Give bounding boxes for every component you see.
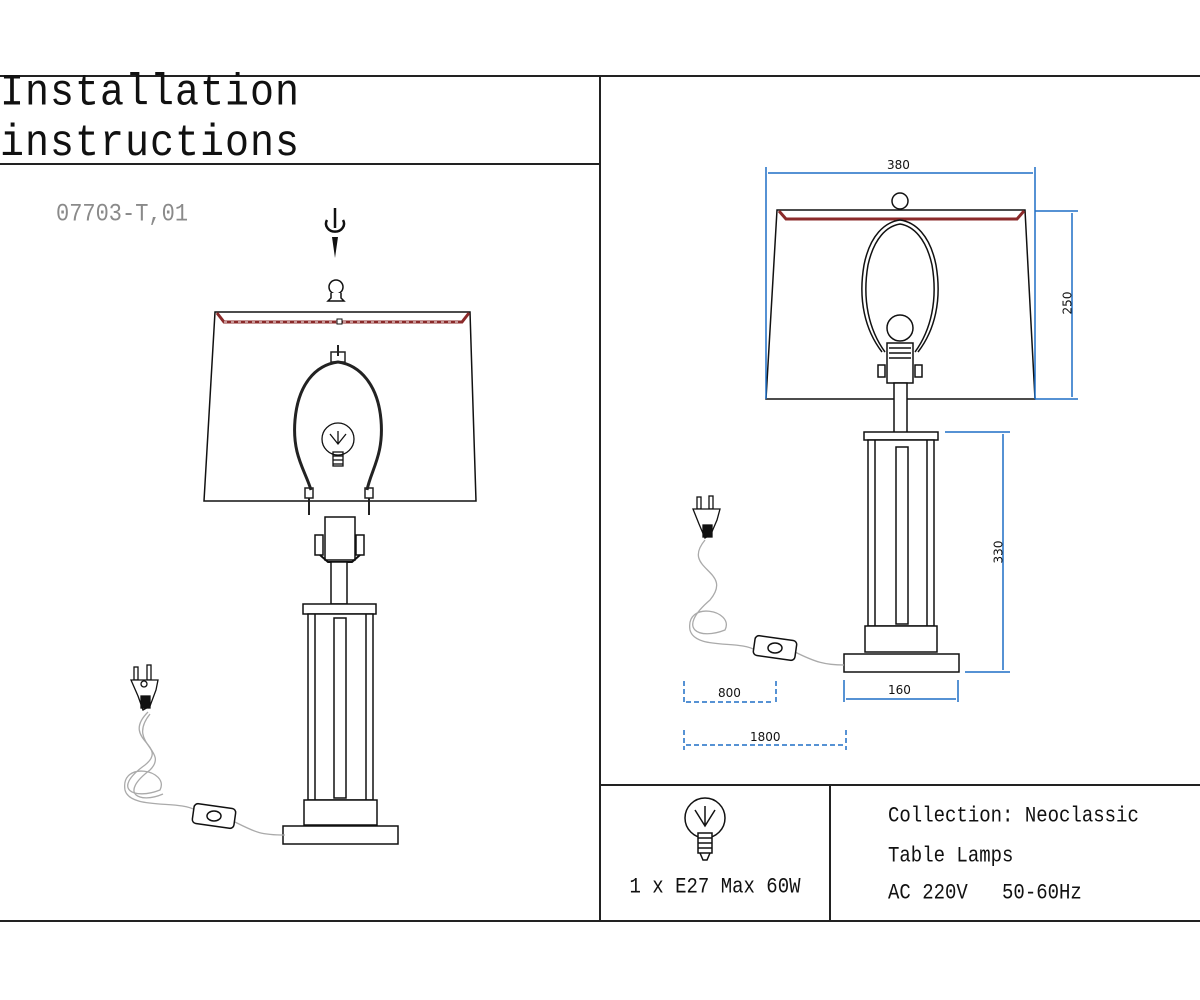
title-box: Installation instructions <box>0 69 600 169</box>
spec-bulb-icon <box>684 797 726 861</box>
spec-row <box>600 784 1200 922</box>
power-plug <box>130 664 159 711</box>
dimension-drawing <box>683 167 1078 861</box>
model-code: 07703-T,01 <box>56 200 189 229</box>
dim-lamp-base <box>843 431 960 673</box>
dim-shade-width: 380 <box>887 158 910 172</box>
category-text: Table Lamps <box>888 843 1014 869</box>
panel-divider <box>599 75 601 922</box>
spec-divider <box>829 784 831 922</box>
finial-icon <box>326 279 346 302</box>
assembly-drawing <box>124 208 477 845</box>
socket <box>314 516 365 605</box>
dimension-lines <box>683 167 1078 750</box>
dim-power-cord <box>689 539 845 666</box>
lamp-base <box>282 603 399 845</box>
inline-switch <box>191 802 237 830</box>
lamp-shade <box>203 311 477 502</box>
dim-inline-switch <box>752 634 798 662</box>
dim-harp <box>861 219 939 434</box>
dim-power-plug <box>692 495 721 539</box>
rotate-screw-icon <box>324 208 346 258</box>
dim-base-height: 330 <box>991 540 1006 564</box>
bulb-spec: 1 x E27 Max 60W <box>629 874 801 900</box>
power-cord <box>124 711 286 836</box>
collection-text: Collection: Neoclassic <box>888 803 1139 829</box>
dim-base-width: 160 <box>888 683 911 697</box>
page-title: Installation instructions <box>0 68 301 170</box>
power-text: AC 220V 50-60Hz <box>888 880 1082 906</box>
dim-shade-height: 250 <box>1060 291 1075 315</box>
harp-frame <box>293 345 383 515</box>
bulb-spec-cell: 1 x E27 Max 60W <box>601 786 829 920</box>
dim-cord-total: 1800 <box>750 730 781 744</box>
dim-cord-to-switch: 800 <box>718 686 741 700</box>
bulb-icon <box>321 422 355 467</box>
